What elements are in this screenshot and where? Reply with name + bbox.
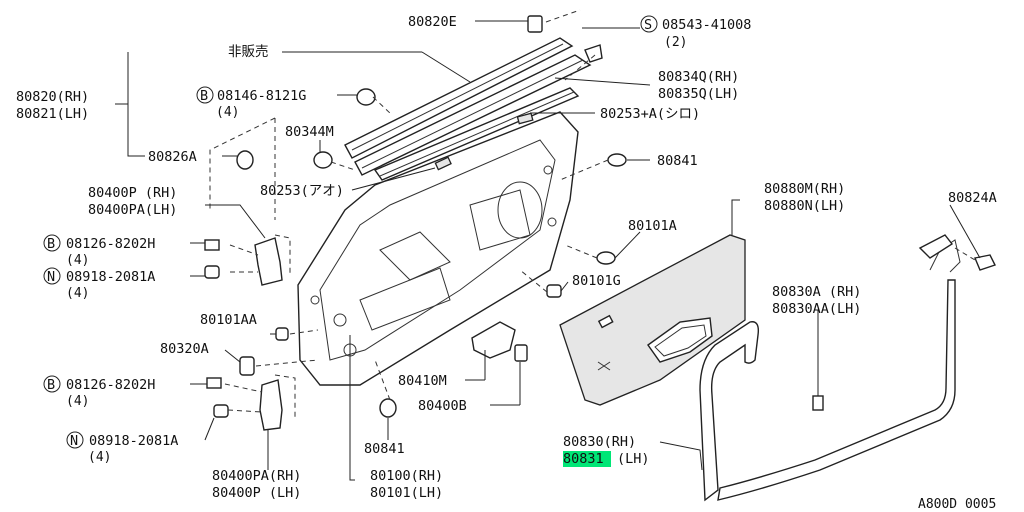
n-symbol-08918-bottom: N xyxy=(70,433,78,449)
label-80400pa-rh: 80400PA(RH) xyxy=(212,468,301,484)
label-80400p-rh: 80400P (RH) xyxy=(88,185,177,201)
label-08918-bottom: 08918-2081A xyxy=(89,433,178,449)
label-80834q-rh: 80834Q(RH) xyxy=(658,69,739,85)
label-08146-qty: (4) xyxy=(216,105,239,120)
b-symbol-08126-bottom: B xyxy=(47,377,55,393)
lower-hinge xyxy=(206,377,283,431)
upper-hinge xyxy=(204,237,283,286)
label-08918-top-qty: (4) xyxy=(66,286,89,301)
label-80831-side: (LH) xyxy=(617,451,650,467)
label-08126-bottom-qty: (4) xyxy=(66,394,89,409)
door-seal xyxy=(699,279,956,502)
label-08126-bottom: 08126-8202H xyxy=(66,377,155,393)
door-trim-panel xyxy=(559,234,746,406)
label-80830-rh: 80830(RH) xyxy=(563,434,636,450)
part-highlight xyxy=(563,451,611,467)
b-symbol-08126-top: B xyxy=(47,236,55,252)
label-08126-top: 08126-8202H xyxy=(66,236,155,252)
outer-belt-molding xyxy=(344,37,592,176)
label-80253-blue: 80253(アオ) xyxy=(260,183,344,199)
diagram-code: A800D 0005 xyxy=(918,497,996,512)
leader-lines xyxy=(115,20,981,481)
b-symbol-08146: B xyxy=(200,88,208,104)
label-80820e: 80820E xyxy=(408,14,457,30)
label-80830aa-lh: 80830AA(LH) xyxy=(772,301,861,317)
label-80830a-rh: 80830A (RH) xyxy=(772,284,861,300)
small-fasteners xyxy=(236,15,627,418)
label-08146: 08146-8121G xyxy=(217,88,306,104)
label-80826a: 80826A xyxy=(148,149,197,165)
label-80880n-lh: 80880N(LH) xyxy=(764,198,845,214)
s-symbol-top: S xyxy=(644,17,652,33)
n-symbol-08918-top: N xyxy=(47,269,55,285)
label-80880m-rh: 80880M(RH) xyxy=(764,181,845,197)
circled-symbols: S B B N B N xyxy=(43,15,658,449)
label-80824a: 80824A xyxy=(948,190,997,206)
inner-weatherstrip xyxy=(812,239,961,411)
label-80400pa-lh: 80400PA(LH) xyxy=(88,202,177,218)
label-08543: 08543-41008 xyxy=(662,17,751,33)
label-80320a: 80320A xyxy=(160,341,209,357)
label-80820-rh: 80820(RH) xyxy=(16,89,89,105)
label-08126-top-qty: (4) xyxy=(66,253,89,268)
label-80410m: 80410M xyxy=(398,373,447,389)
label-80101a: 80101A xyxy=(628,218,677,234)
label-80101g: 80101G xyxy=(572,273,621,289)
label-80841-top: 80841 xyxy=(657,153,698,169)
label-80101aa: 80101AA xyxy=(200,312,257,328)
label-80831: 80831 xyxy=(563,451,604,467)
inner-belt-molding xyxy=(373,87,580,181)
door-shell xyxy=(297,111,579,386)
label-80841-bottom: 80841 xyxy=(364,441,405,457)
label-not-for-sale: 非販売 xyxy=(228,44,269,60)
label-80835q-lh: 80835Q(LH) xyxy=(658,86,739,102)
label-80253a-white: 80253+A(シロ) xyxy=(600,106,700,122)
guide-lines xyxy=(209,9,609,420)
part-labels: 80820E 08543-41008 (2) 非販売 80820(RH) 808… xyxy=(16,14,997,512)
label-08543-qty: (2) xyxy=(664,35,687,50)
label-80101-lh: 80101(LH) xyxy=(370,485,443,501)
label-80100-rh: 80100(RH) xyxy=(370,468,443,484)
label-80821-lh: 80821(LH) xyxy=(16,106,89,122)
label-80400b: 80400B xyxy=(418,398,467,414)
label-80400p-lh: 80400P (LH) xyxy=(212,485,301,501)
corner-bracket xyxy=(918,234,996,271)
label-08918-top: 08918-2081A xyxy=(66,269,155,285)
label-80344m: 80344M xyxy=(285,124,334,140)
label-08918-bottom-qty: (4) xyxy=(88,450,111,465)
